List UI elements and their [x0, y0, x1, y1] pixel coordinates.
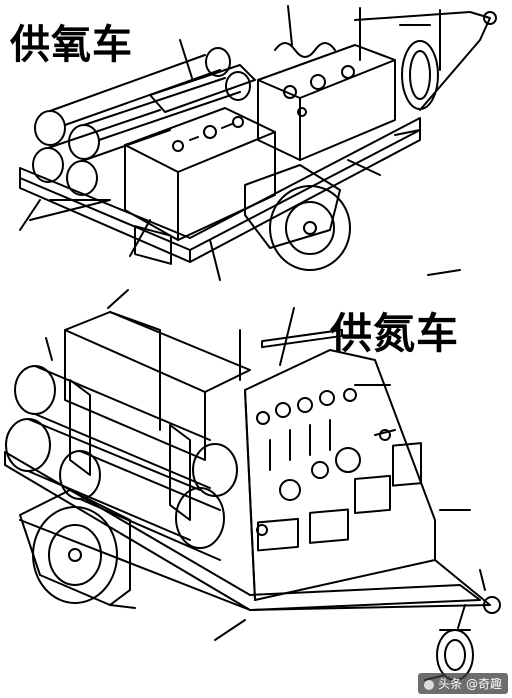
oxygen-trailer-drawing	[19, 5, 497, 281]
watermark-text: 头条 @奇趣	[438, 677, 502, 691]
watermark-logo-icon	[424, 679, 435, 690]
watermark: 头条 @奇趣	[418, 673, 508, 694]
nitrogen-trailer-drawing	[4, 269, 501, 681]
top-title: 供氧车	[10, 22, 133, 68]
bottom-title: 供氮车	[330, 309, 460, 358]
